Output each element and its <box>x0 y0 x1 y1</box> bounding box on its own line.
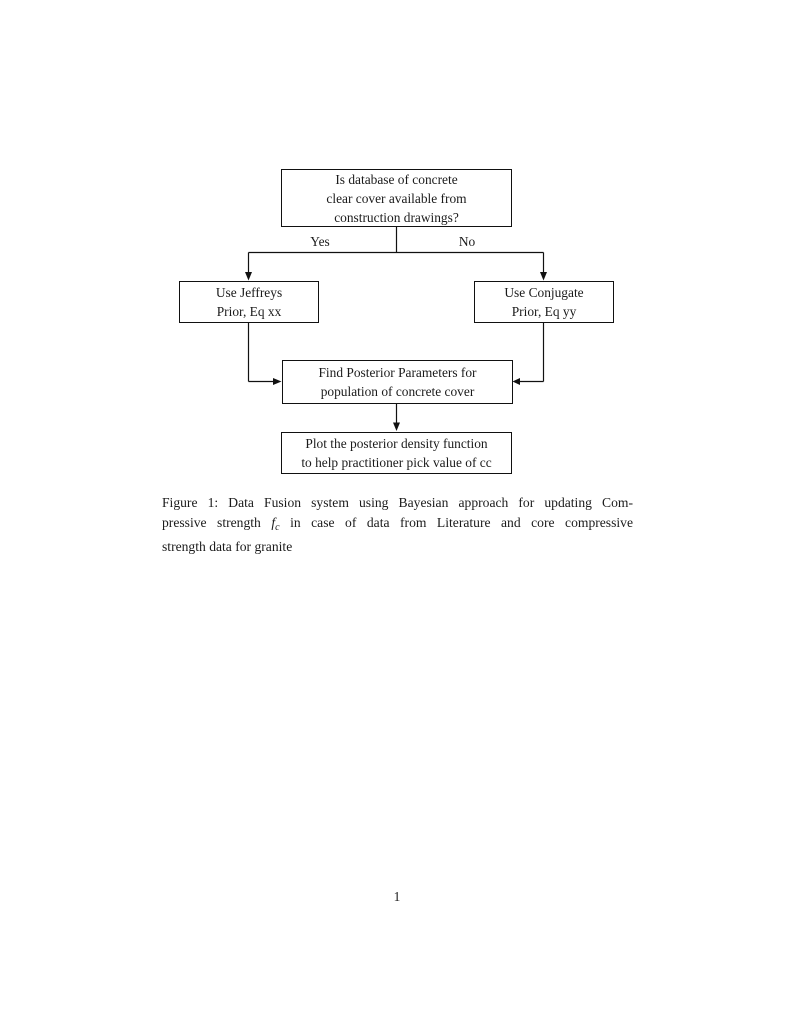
flow-box-jeffreys-prior: Use Jeffreys Prior, Eq xx <box>179 281 319 323</box>
arrowhead-yes <box>245 272 252 281</box>
arrowhead-posterior <box>393 422 400 431</box>
caption-line2-text: pressive strength <box>162 514 272 530</box>
flow-box-question-line1: Is database of concrete <box>335 171 458 187</box>
flow-box-posterior-line2: population of concrete cover <box>320 384 475 399</box>
branch-label-no: No <box>454 232 480 251</box>
caption-line2-text-after: in case of data from Literature and core… <box>279 514 633 530</box>
flow-box-conjugate-prior: Use Conjugate Prior, Eq yy <box>474 281 614 323</box>
branch-label-yes: Yes <box>306 232 334 251</box>
arrowhead-no <box>540 272 547 281</box>
flow-box-posterior-line1: Find Posterior Parameters for <box>318 365 477 380</box>
arrowhead-jeffreys <box>273 378 282 385</box>
flow-box-question-line2: clear cover available from <box>326 190 467 206</box>
figure-caption-line2: pressive strength fc in case of data fro… <box>162 513 633 538</box>
flow-box-plot-density: Plot the posterior density function to h… <box>281 432 512 474</box>
flow-box-question-line3: construction drawings? <box>334 209 459 225</box>
flow-box-jeffreys-line2: Prior, Eq xx <box>216 304 282 319</box>
math-symbol-fc: f <box>271 514 276 530</box>
flow-box-posterior-parameters: Find Posterior Parameters for population… <box>282 360 513 404</box>
flow-box-conjugate-line2: Prior, Eq yy <box>511 304 577 319</box>
figure-caption-line1: Figure 1: Data Fusion system using Bayes… <box>162 495 633 510</box>
page-number: 1 <box>393 889 401 904</box>
arrowhead-conjugate <box>512 378 520 385</box>
flow-box-plot-line1: Plot the posterior density function <box>305 436 488 451</box>
flow-box-plot-line2: to help practitioner pick value of cc <box>301 455 492 470</box>
math-subscript-c: c <box>275 521 280 533</box>
flow-box-jeffreys-line1: Use Jeffreys <box>215 285 283 300</box>
figure-caption: Figure 1: Data Fusion system using Bayes… <box>162 493 633 557</box>
figure-caption-line3: strength data for granite <box>162 539 293 554</box>
flow-box-question: Is database of concrete clear cover avai… <box>281 169 512 227</box>
flow-box-conjugate-line1: Use Conjugate <box>504 285 584 300</box>
